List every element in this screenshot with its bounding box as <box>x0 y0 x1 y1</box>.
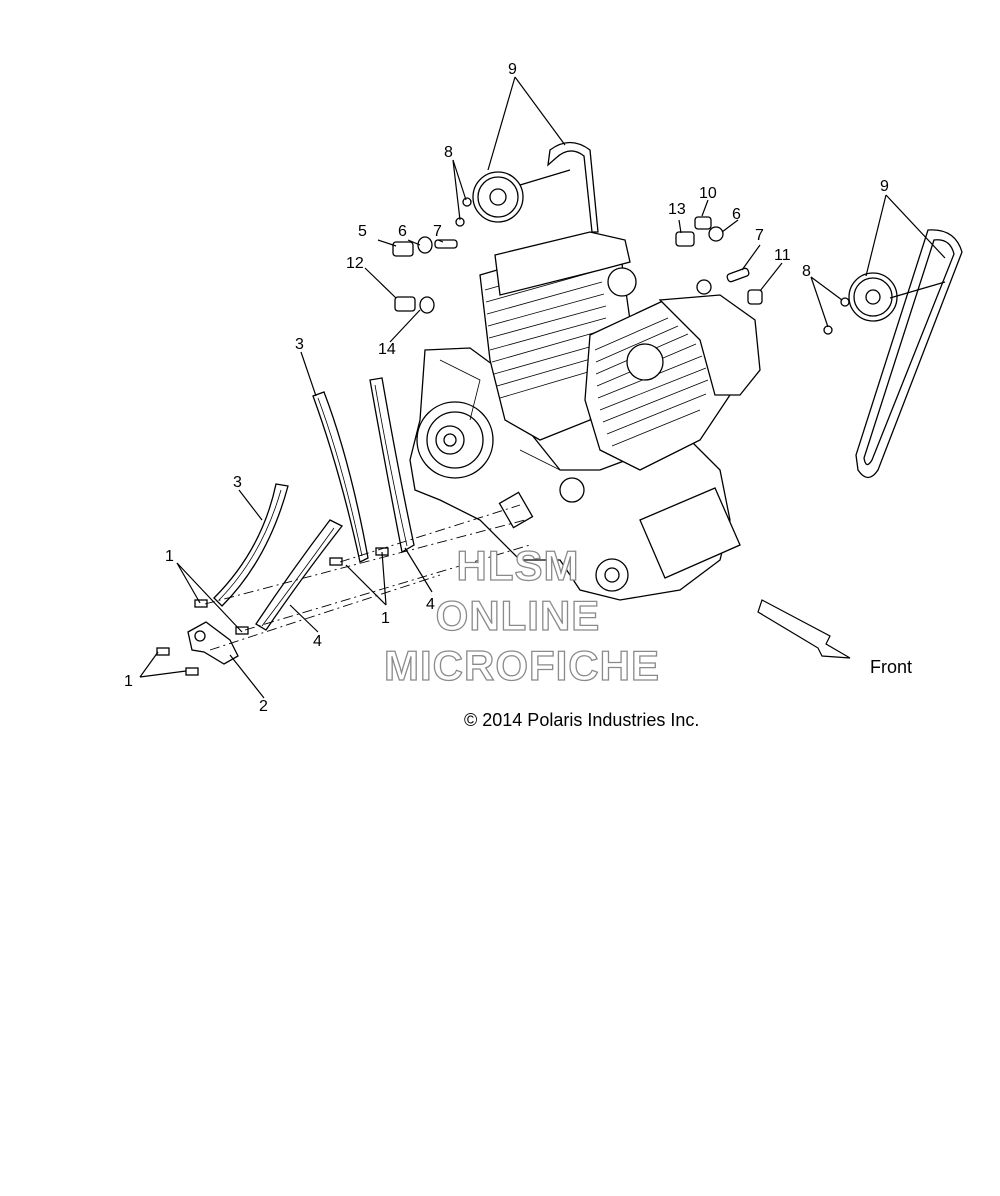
callout-13: 13 <box>668 201 686 218</box>
callout-8-rear: 8 <box>802 263 811 280</box>
callout-3-upper: 3 <box>295 336 304 353</box>
cam-sprocket-front <box>472 171 524 223</box>
front-direction-arrow <box>757 599 851 659</box>
callout-9-rear: 9 <box>880 178 889 195</box>
watermark-line-2: ONLINE <box>436 592 601 639</box>
callout-4-lower: 4 <box>313 633 322 650</box>
callout-4-upper: 4 <box>426 596 435 613</box>
callout-5: 5 <box>358 223 367 240</box>
copyright-notice: © 2014 Polaris Industries Inc. <box>464 710 699 730</box>
callout-1-center: 1 <box>381 610 390 627</box>
callout-7-left: 7 <box>433 223 442 240</box>
callout-12: 12 <box>346 255 364 272</box>
engine-assembly <box>409 231 761 601</box>
cam-sprocket-rear <box>848 272 898 322</box>
watermark-line-3: MICROFICHE <box>384 642 660 689</box>
callout-6-left: 6 <box>398 223 407 240</box>
cam-chain-rear <box>855 229 963 479</box>
callout-7-right: 7 <box>755 227 764 244</box>
callout-9-front: 9 <box>508 61 517 78</box>
callout-6-right: 6 <box>732 206 741 223</box>
cam-chain-front <box>547 141 599 233</box>
callout-1-left-upper: 1 <box>165 548 174 565</box>
callout-1-left-lower: 1 <box>124 673 133 690</box>
chain-guide-lower <box>213 483 289 607</box>
tensioner-plugs-right <box>675 216 763 305</box>
callout-2: 2 <box>259 698 268 715</box>
front-label: Front <box>870 657 912 677</box>
callout-labels: 9 8 5 6 7 12 14 13 10 6 7 11 8 9 3 3 1 1… <box>124 61 889 715</box>
watermark-line-1: HLSM <box>457 542 580 589</box>
callout-10: 10 <box>699 185 717 202</box>
chain-tensioner-blade-upper <box>369 377 415 554</box>
bolts <box>156 547 389 676</box>
watermark: HLSM ONLINE MICROFICHE <box>383 541 660 689</box>
tensioner-plugs-left <box>392 236 458 314</box>
chain-tensioner-blade-lower <box>255 519 343 631</box>
callout-11: 11 <box>774 247 791 264</box>
callout-3-lower: 3 <box>233 474 242 491</box>
callout-14: 14 <box>378 341 396 358</box>
leader-lines <box>139 76 946 699</box>
callout-8-front: 8 <box>444 144 453 161</box>
